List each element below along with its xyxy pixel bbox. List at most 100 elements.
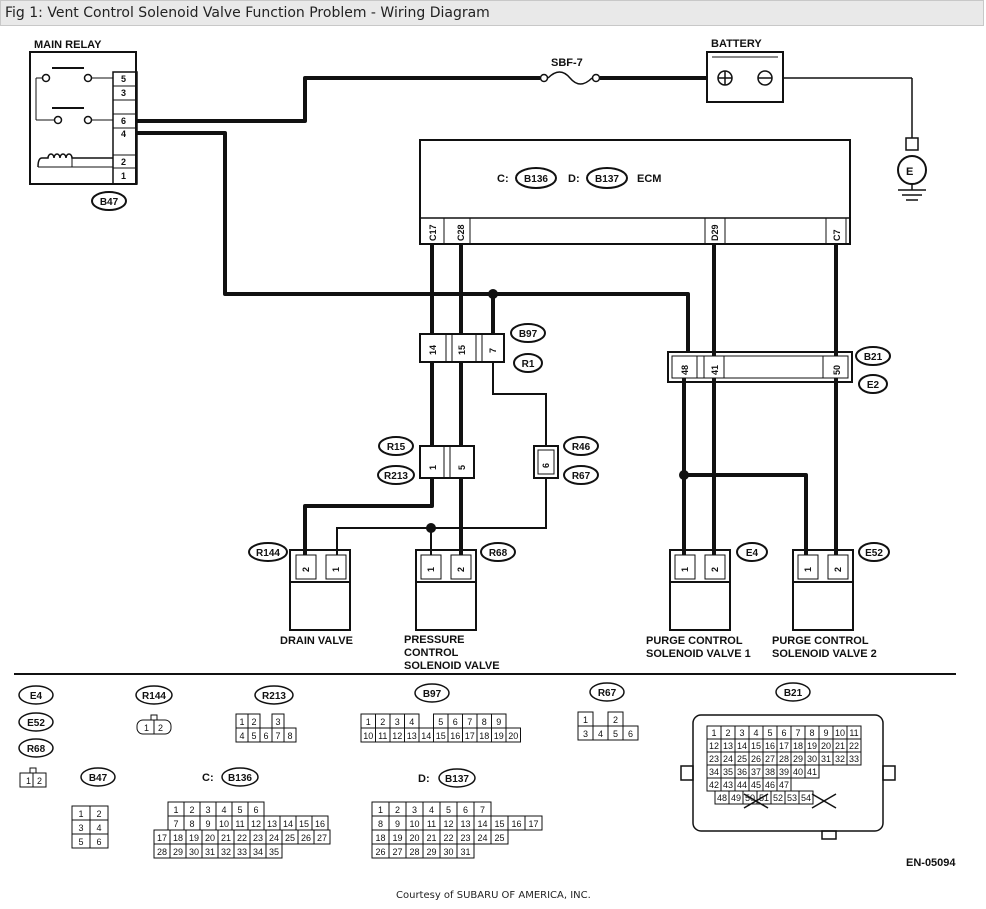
legend-2pin-cell: 1 [26,776,31,786]
pressure-valve-label-3: SOLENOID VALVE [404,660,500,672]
legend-b136-cell: 1 [173,805,178,815]
legend-b21-cell: 21 [835,741,845,751]
legend-b21-cell-box [798,790,814,805]
legend-b97-cell: 7 [467,717,472,727]
legend-b137-cell: 13 [460,819,470,829]
ground-label: E [906,166,913,178]
junction-dots [426,289,689,533]
drain-valve-pin: 2 [301,567,311,572]
tag-b136: B136 [524,174,548,185]
legend-b137-cell: 17 [528,819,538,829]
legend-b136-cell: 20 [205,833,215,843]
legend-b47-cell: 3 [78,823,83,833]
legend-b137-cell: 8 [378,819,383,829]
legend-b97-cell-box [505,727,521,743]
legend-b97-cell: 6 [453,717,458,727]
legend-b21-cell: 52 [773,793,783,803]
legend-b136-cell: 15 [299,819,309,829]
legend-b137-cell: 30 [443,847,453,857]
legend-r67-cell: 4 [598,729,603,739]
tag-r67: R67 [572,471,591,482]
legend-b21-cell: 11 [849,728,858,738]
legend-r67-cell: 1 [583,715,588,725]
legend-b97-cell: 8 [482,717,487,727]
ecm-c-label: C: [497,173,509,185]
legend-r144-cell: 2 [158,723,163,733]
legend-b137-cell: 6 [463,805,468,815]
purge-control-solenoid-valve-1 [669,542,768,631]
drain-valve-pin: 1 [331,567,341,572]
legend-b137-cell: 24 [477,833,487,843]
legend-b21-cell: 48 [717,793,727,803]
legend-r213-cell-box [260,714,272,728]
legend-b21-cell: 32 [835,754,845,764]
figure-title-bar: Fig 1: Vent Control Solenoid Valve Funct… [0,0,984,26]
purge2-label-1: PURGE CONTROL [772,635,869,647]
legend-b136-cell: 32 [221,847,231,857]
tag-r144: R144 [256,548,280,559]
legend-b47-cell-box [89,833,109,849]
legend-b136-cell: 10 [219,819,229,829]
legend-b137-cell: 18 [375,833,385,843]
legend-b21-cell: 20 [821,741,831,751]
legend-b97-cell: 12 [392,731,402,741]
purge1-pin: 2 [710,567,720,572]
legend-b137-cell: 23 [460,833,470,843]
legend-2pin-shapes [19,714,172,788]
legend-b136-cell-box [313,829,331,845]
legend-b136-cell: 33 [237,847,247,857]
legend-b21-cell: 28 [779,754,789,764]
legend-b137-cell: 28 [409,847,419,857]
legend-b136-cell: 35 [269,847,279,857]
legend-b21-cell: 33 [849,754,859,764]
legend-b21-cell: 7 [795,728,800,738]
legend-b137-cell: 11 [427,819,436,829]
legend-b21-cell: 39 [779,767,789,777]
tag-b137: B137 [595,174,619,185]
legend-r213-cell-box [283,727,297,743]
legend-b136-cell: 11 [235,819,244,829]
legend-b136-cell: 23 [253,833,263,843]
legend-b21-cell-box [804,764,820,779]
legend-b21-cell: 17 [779,741,789,751]
figure-title: Fig 1: Vent Control Solenoid Valve Funct… [5,5,490,21]
battery-label: BATTERY [711,38,762,50]
legend-b137-cell: 1 [378,805,383,815]
legend-b136-cell: 14 [283,819,293,829]
legend-b21-cell-box [846,751,862,766]
legend-b21-cell: 46 [765,780,775,790]
legend-b136-cell: 29 [173,847,183,857]
legend-b21-cell: 40 [793,767,803,777]
legend-b21-cell: 41 [807,767,817,777]
thin-wires [336,362,547,555]
legend-b136-cell: 17 [157,833,167,843]
b97-pin: 14 [428,345,438,355]
legend-b21-cell: 44 [737,780,747,790]
legend-b136-cell: 8 [189,819,194,829]
legend-b97-cell: 16 [450,731,460,741]
legend-b97-cell: 1 [366,717,371,727]
legend-b21-cell: 18 [793,741,803,751]
legend-b136-cell: 28 [157,847,167,857]
ecm-label: ECM [637,173,661,185]
legend-b137-cell: 7 [480,805,485,815]
legend-b137-cell: 14 [477,819,487,829]
legend-tag-r213: R213 [262,691,286,702]
legend-b21-cell: 24 [723,754,733,764]
legend-b21-cell: 22 [849,741,859,751]
legend-tag-e52: E52 [27,718,45,729]
ecm-pin: C28 [456,224,466,241]
legend-b21-cell: 36 [737,767,747,777]
legend-b137-cell: 15 [494,819,504,829]
drain-valve-label: DRAIN VALVE [280,635,353,647]
legend-b136-cell: 19 [189,833,199,843]
relay-pin: 1 [121,171,126,181]
legend-b21-cell: 42 [709,780,719,790]
tag-e4: E4 [746,548,759,559]
legend-b21-cell: 35 [723,767,733,777]
legend-b137-cell: 5 [446,805,451,815]
legend-b137-cell-box [456,843,475,859]
legend-d-label: D: [418,773,430,785]
legend-b47-cell: 1 [78,809,83,819]
